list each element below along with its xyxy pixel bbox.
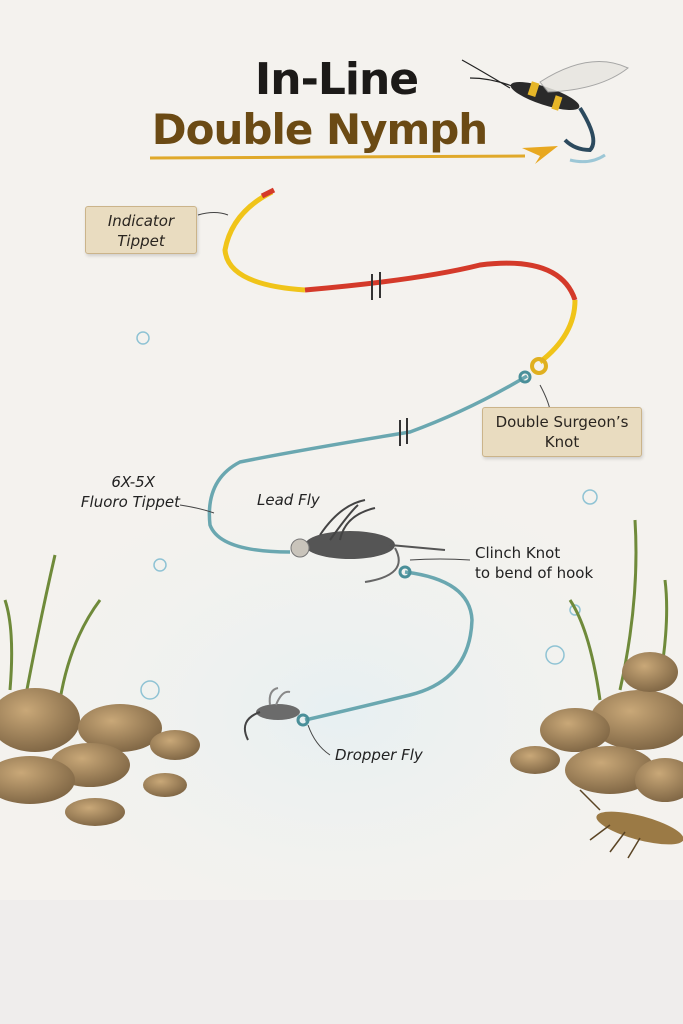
fluoro-tippet-line1: 6X-5X bbox=[111, 473, 155, 491]
bottom-band bbox=[0, 900, 683, 1024]
fluoro-tippet-line2: Fluoro Tippet bbox=[80, 493, 180, 511]
indicator-tippet-label: Indicator Tippet bbox=[85, 206, 197, 254]
title-line-2: Double Nymph bbox=[151, 105, 488, 154]
stonefly-icon bbox=[461, 59, 629, 164]
lead-fly-label: Lead Fly bbox=[257, 491, 320, 509]
title-arrow-icon bbox=[149, 146, 558, 164]
dropper-fly-label: Dropper Fly bbox=[335, 746, 423, 764]
caddis-larva-icon bbox=[579, 789, 683, 859]
surgeons-knot-line2: Knot bbox=[544, 433, 580, 451]
fluoro-tippet-label: 6X-5X Fluoro Tippet bbox=[62, 472, 180, 512]
clinch-knot-label: Clinch Knot to bend of hook bbox=[475, 543, 593, 583]
label-pointers bbox=[179, 212, 551, 756]
indicator-tippet-line2: Tippet bbox=[117, 232, 165, 250]
rocks-right bbox=[510, 652, 683, 802]
clinch-knot-line2: to bend of hook bbox=[475, 564, 594, 582]
lead-fly-icon bbox=[290, 499, 446, 583]
clinch-knot-line1: Clinch Knot bbox=[475, 544, 561, 562]
double-surgeons-knot-label: Double Surgeon’s Knot bbox=[482, 407, 642, 457]
dropper-fly-icon bbox=[244, 687, 300, 741]
surgeons-knot-icon bbox=[530, 357, 548, 375]
plants-left bbox=[3, 554, 102, 701]
rocks-left bbox=[0, 688, 200, 826]
leader-line bbox=[207, 187, 578, 727]
indicator-tippet-line1: Indicator bbox=[107, 212, 175, 230]
surgeons-knot-line1: Double Surgeon’s bbox=[495, 413, 629, 431]
title-line-1: In-Line bbox=[254, 54, 419, 105]
